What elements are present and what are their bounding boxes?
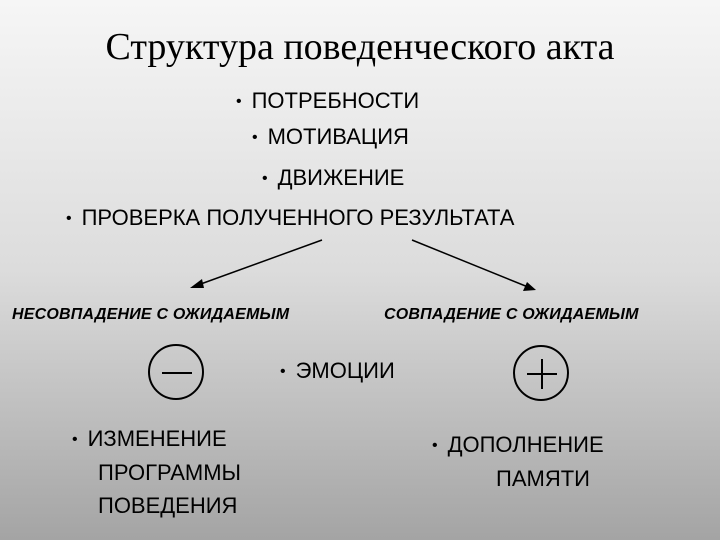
bullet-dot: • [252, 129, 258, 146]
bullet-needs: • ПОТРЕБНОСТИ [236, 88, 419, 115]
minus-bar [162, 372, 192, 374]
slide-title: Структура поведенческого акта [105, 26, 615, 68]
bullet-dot: • [280, 363, 286, 380]
right-outcome-line-1: • ДОПОЛНЕНИЕ [432, 432, 604, 457]
plus-icon [513, 345, 569, 401]
bullet-motivation: • МОТИВАЦИЯ [252, 124, 409, 151]
right-outcome: • ДОПОЛНЕНИЕ ПАМЯТИ [432, 428, 604, 495]
match-label: СОВПАДЕНИЕ С ОЖИДАЕМЫМ [384, 306, 639, 323]
right-outcome-text-1: ДОПОЛНЕНИЕ [447, 432, 604, 457]
mismatch-label: НЕСОВПАДЕНИЕ С ОЖИДАЕМЫМ [12, 306, 290, 323]
bullet-movement-text: ДВИЖЕНИЕ [277, 165, 405, 190]
bullet-dot: • [262, 170, 268, 187]
bullet-emotions: • ЭМОЦИИ [280, 358, 395, 385]
left-outcome: • ИЗМЕНЕНИЕ ПРОГРАММЫ ПОВЕДЕНИЯ [72, 422, 241, 522]
bullet-dot: • [236, 93, 242, 110]
left-outcome-line-3: ПОВЕДЕНИЯ [98, 493, 238, 518]
plus-bar-vertical [541, 359, 543, 389]
left-outcome-line-1: • ИЗМЕНЕНИЕ [72, 426, 227, 451]
bullet-needs-text: ПОТРЕБНОСТИ [251, 88, 420, 113]
arrow-right-head [523, 282, 536, 291]
bullet-dot: • [432, 437, 438, 454]
arrow-left [197, 239, 323, 286]
bullet-dot: • [72, 431, 78, 448]
bullet-movement: • ДВИЖЕНИЕ [262, 165, 404, 192]
bullet-result-check-text: ПРОВЕРКА ПОЛУЧЕННОГО РЕЗУЛЬТАТА [81, 205, 515, 230]
bullet-result-check: • ПРОВЕРКА ПОЛУЧЕННОГО РЕЗУЛЬТАТА [66, 205, 514, 232]
minus-circle-icon [148, 344, 204, 400]
left-outcome-line-2: ПРОГРАММЫ [98, 460, 242, 485]
right-outcome-line-2: ПАМЯТИ [496, 466, 590, 491]
arrow-left-head [190, 279, 204, 288]
bullet-motivation-text: МОТИВАЦИЯ [267, 124, 409, 149]
left-outcome-text-1: ИЗМЕНЕНИЕ [87, 426, 227, 451]
bullet-emotions-text: ЭМОЦИИ [295, 358, 395, 383]
arrow-right [411, 239, 529, 288]
bullet-dot: • [66, 210, 72, 227]
